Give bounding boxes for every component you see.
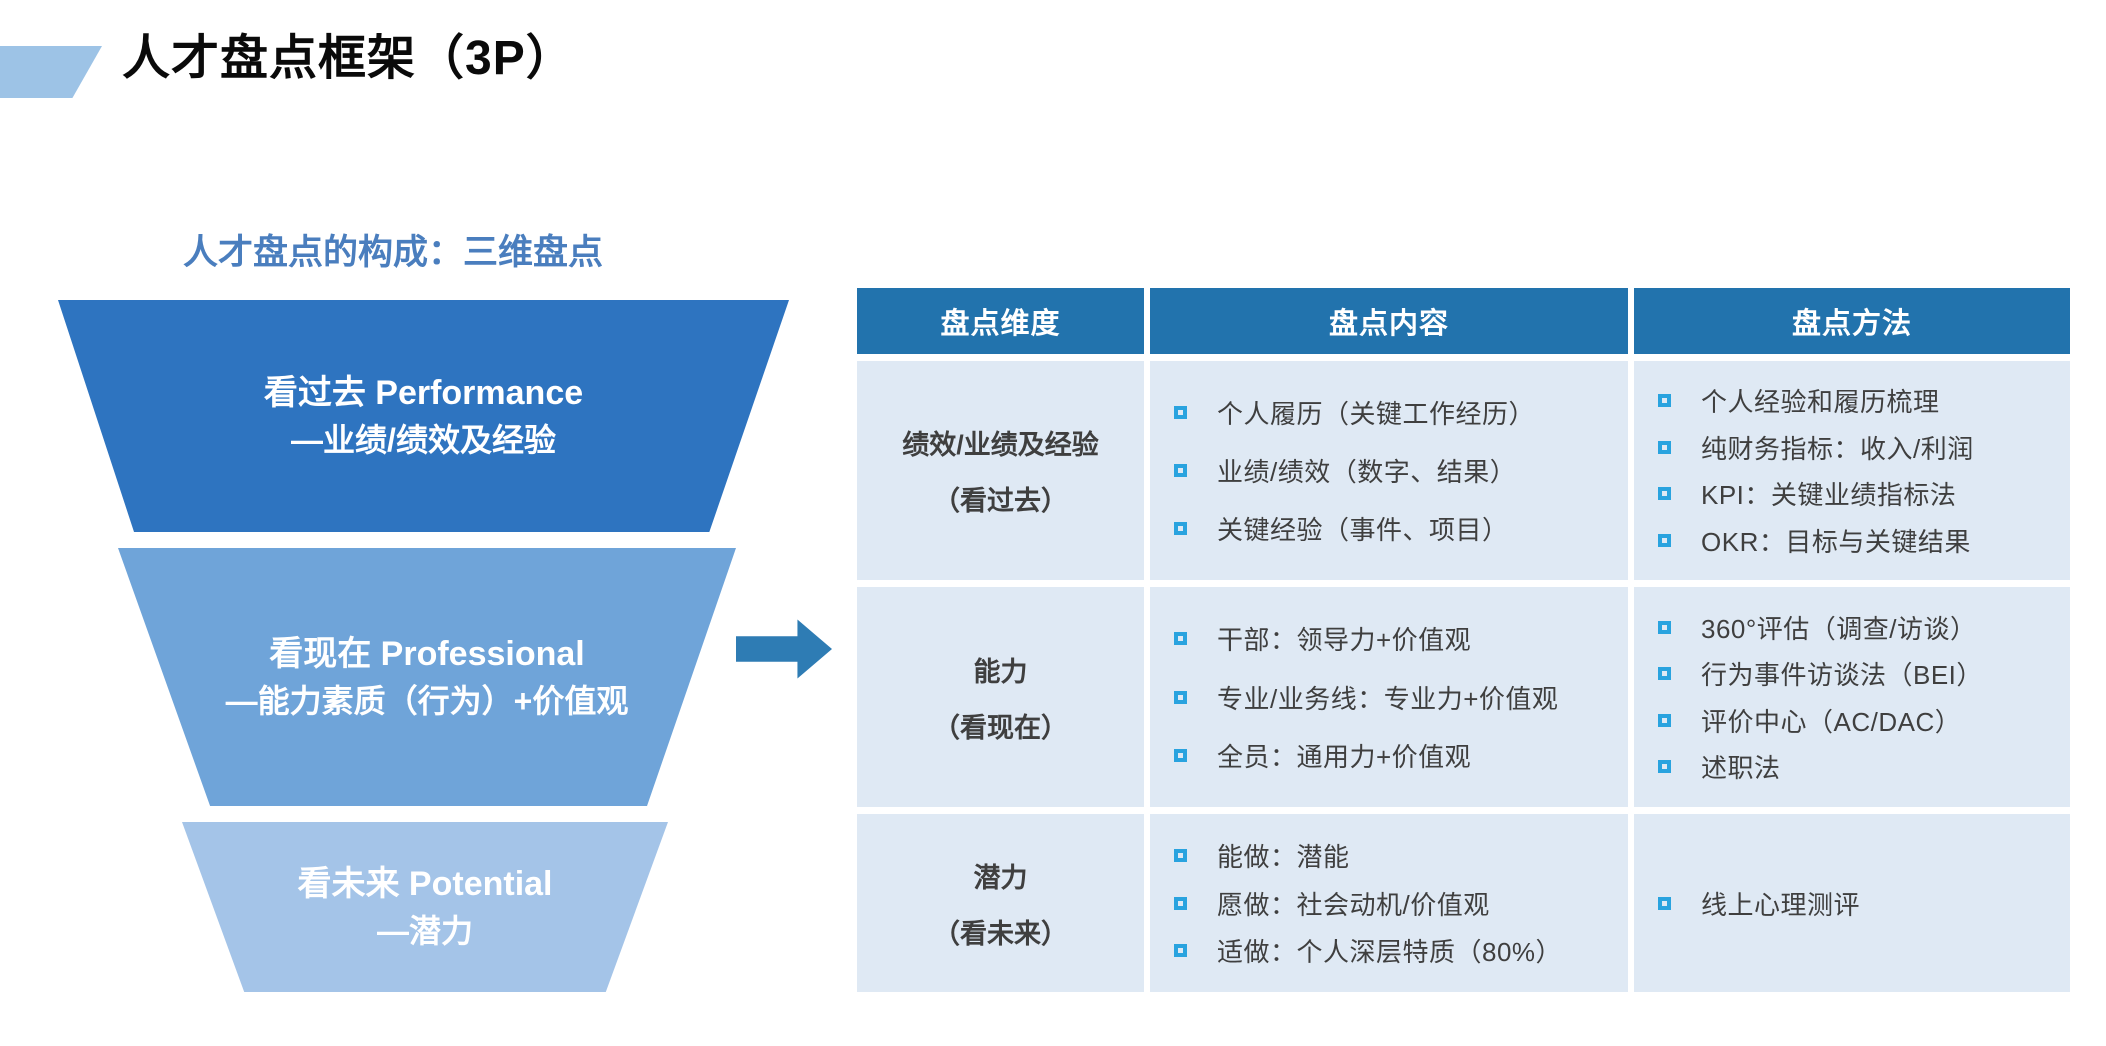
square-bullet-icon xyxy=(1658,667,1671,681)
funnel-stage-performance: 看过去 Performance —业绩/绩效及经验 xyxy=(58,300,789,532)
square-bullet-icon xyxy=(1174,944,1187,958)
table-content-cell: 干部：领导力+价值观专业/业务线：专业力+价值观全员：通用力+价值观 xyxy=(1150,587,1628,807)
table-methods-cell: 个人经验和履历梳理纯财务指标：收入/利润 KPI：关键业绩指标法 OKR：目标与关键… xyxy=(1634,361,2070,580)
table-methods-cell: 360°评估（调查/访谈） 行为事件访谈法（BEI） 评价中心（AC/DAC） 述职法 xyxy=(1634,587,2070,807)
list-item-text: 专业/业务线：专业力+价值观 xyxy=(1217,683,1559,714)
list-item-text: KPI：关键业绩指标法 xyxy=(1701,480,1957,511)
list-item: 能做：潜能 xyxy=(1174,837,1620,874)
list-item: 愿做：社会动机/价值观 xyxy=(1174,885,1620,922)
square-bullet-icon xyxy=(1658,760,1671,774)
list-item: OKR：目标与关键结果 xyxy=(1658,522,2062,559)
slide-title: 人才盘点框架（3P） xyxy=(122,32,575,85)
list-item-text: 行为事件访谈法（BEI） xyxy=(1701,660,1983,691)
list-item-text: 全员：通用力+价值观 xyxy=(1217,741,1472,772)
list-item-text: 纯财务指标：收入/利润 xyxy=(1701,433,1974,464)
funnel-stage-performance-title: 看过去 Performance xyxy=(263,373,584,412)
review-table: 盘点维度 盘点内容 盘点方法 绩效/业绩及经验 （看过去） 个人履历（关键工作经历）… xyxy=(857,288,2070,992)
list-item: 纯财务指标：收入/利润 xyxy=(1658,429,2062,466)
list-item-text: 评价中心（AC/DAC） xyxy=(1701,706,1962,737)
dimension-scope: （看未来） xyxy=(933,918,1068,949)
funnel-stage-professional: 看现在 Professional —能力素质（行为）+价值观 xyxy=(118,548,736,806)
list-item: 个人经验和履历梳理 xyxy=(1658,382,2062,419)
list-item-text: 干部：领导力+价值观 xyxy=(1217,625,1472,656)
table-content-cell: 个人履历（关键工作经历） 业绩/绩效（数字、结果） 关键经验（事件、项目） xyxy=(1150,361,1628,580)
square-bullet-icon xyxy=(1658,487,1671,501)
square-bullet-icon xyxy=(1658,394,1671,408)
list-item-text: OKR：目标与关键结果 xyxy=(1701,526,1971,557)
square-bullet-icon xyxy=(1174,522,1187,535)
square-bullet-icon xyxy=(1658,620,1671,634)
table-header-method: 盘点方法 xyxy=(1634,288,2070,354)
list-item: KPI：关键业绩指标法 xyxy=(1658,475,2062,512)
list-item: 全员：通用力+价值观 xyxy=(1174,737,1620,774)
funnel-diagram: 看过去 Performance —业绩/绩效及经验 看现在 Profession… xyxy=(58,300,789,992)
square-bullet-icon xyxy=(1658,713,1671,727)
square-bullet-icon xyxy=(1174,464,1187,477)
list-item-text: 个人履历（关键工作经历） xyxy=(1217,399,1536,429)
square-bullet-icon xyxy=(1658,533,1671,547)
list-item: 关键经验（事件、项目） xyxy=(1174,510,1620,547)
list-item: 专业/业务线：专业力+价值观 xyxy=(1174,679,1620,716)
table-header-content: 盘点内容 xyxy=(1150,288,1628,354)
table-header-dimension: 盘点维度 xyxy=(857,288,1144,354)
table-dimension-cell: 潜力 （看未来） xyxy=(857,814,1144,992)
dimension-name: 绩效/业绩及经验 xyxy=(902,430,1099,460)
square-bullet-icon xyxy=(1658,896,1671,910)
square-bullet-icon xyxy=(1174,896,1187,910)
list-item: 评价中心（AC/DAC） xyxy=(1658,702,2062,739)
funnel-stage-potential-subtitle: —潜力 xyxy=(376,913,473,950)
table-methods-cell: 线上心理测评 xyxy=(1634,814,2070,992)
table-content-cell: 能做：潜能愿做：社会动机/价值观适做：个人深层特质（80%） xyxy=(1150,814,1628,992)
funnel-stage-professional-subtitle: —能力素质（行为）+价值观 xyxy=(225,683,629,720)
title-accent-shape xyxy=(0,46,102,98)
list-item: 个人履历（关键工作经历） xyxy=(1174,394,1620,431)
dimension-scope: （看过去） xyxy=(933,486,1068,516)
list-item: 适做：个人深层特质（80%） xyxy=(1174,932,1620,969)
list-item: 360°评估（调查/访谈） xyxy=(1658,609,2062,646)
list-item-text: 个人经验和履历梳理 xyxy=(1701,387,1940,418)
dimension-name: 潜力 xyxy=(973,862,1028,893)
table-dimension-cell: 能力 （看现在） xyxy=(857,587,1144,807)
list-item-text: 能做：潜能 xyxy=(1217,841,1350,872)
funnel-heading: 人才盘点的构成：三维盘点 xyxy=(183,233,604,272)
list-item: 线上心理测评 xyxy=(1658,885,2062,922)
square-bullet-icon xyxy=(1174,632,1187,646)
dimension-scope: （看现在） xyxy=(933,712,1068,743)
list-item: 干部：领导力+价值观 xyxy=(1174,620,1620,657)
list-item: 行为事件访谈法（BEI） xyxy=(1658,655,2062,692)
square-bullet-icon xyxy=(1174,690,1187,704)
list-item-text: 360°评估（调查/访谈） xyxy=(1701,613,1977,644)
funnel-stage-performance-subtitle: —业绩/绩效及经验 xyxy=(291,422,556,459)
list-item-text: 线上心理测评 xyxy=(1701,889,1861,920)
list-item-text: 述职法 xyxy=(1701,753,1781,784)
table-dimension-cell: 绩效/业绩及经验 （看过去） xyxy=(857,361,1144,580)
square-bullet-icon xyxy=(1174,848,1187,862)
square-bullet-icon xyxy=(1658,440,1671,454)
funnel-stage-potential-title: 看未来 Potential xyxy=(297,864,553,903)
funnel-stage-professional-title: 看现在 Professional xyxy=(269,634,585,673)
list-item-text: 关键经验（事件、项目） xyxy=(1217,515,1509,545)
list-item-text: 愿做：社会动机/价值观 xyxy=(1217,889,1490,920)
list-item: 业绩/绩效（数字、结果） xyxy=(1174,452,1620,489)
list-item-text: 业绩/绩效（数字、结果） xyxy=(1217,457,1517,487)
funnel-stage-potential: 看未来 Potential —潜力 xyxy=(182,822,668,992)
list-item-text: 适做：个人深层特质（80%） xyxy=(1217,937,1563,968)
dimension-name: 能力 xyxy=(973,656,1028,687)
square-bullet-icon xyxy=(1174,406,1187,419)
square-bullet-icon xyxy=(1174,748,1187,762)
list-item: 述职法 xyxy=(1658,748,2062,785)
